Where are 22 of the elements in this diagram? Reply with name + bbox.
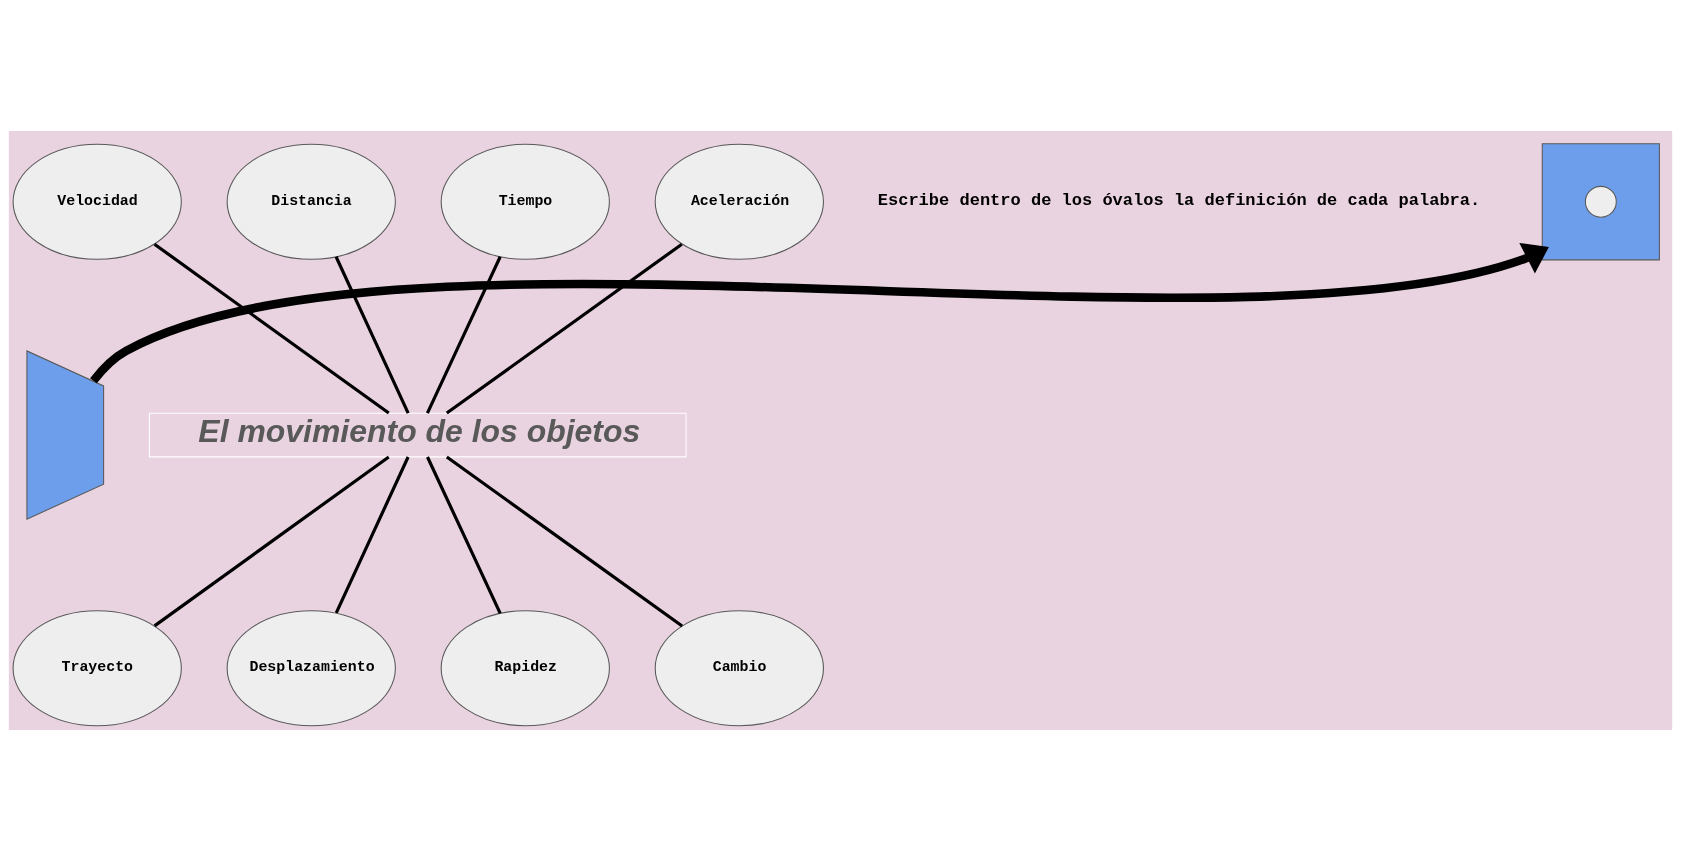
node-circle bbox=[1584, 185, 1617, 218]
node-ellipse: Aceleración bbox=[654, 143, 824, 260]
connector bbox=[153, 242, 390, 414]
node-ellipse: Rapidez bbox=[440, 609, 610, 726]
node-ellipse: Cambio bbox=[654, 609, 824, 726]
connector bbox=[445, 455, 684, 627]
node-ellipse: Trayecto bbox=[12, 609, 182, 726]
connector bbox=[334, 255, 410, 414]
node-ellipse: Tiempo bbox=[440, 143, 610, 260]
connector bbox=[426, 455, 502, 614]
node-trapezoid bbox=[26, 349, 105, 520]
connector bbox=[425, 255, 502, 414]
node-box: El movimiento de los objetos bbox=[148, 412, 687, 457]
connector bbox=[445, 242, 683, 414]
connector bbox=[334, 455, 410, 613]
arrow bbox=[90, 242, 1549, 383]
label: Escribe dentro de los óvalos la definición de cada palabra. bbox=[877, 190, 1481, 210]
cluster bbox=[1541, 142, 1660, 260]
node-ellipse: Distancia bbox=[226, 143, 396, 260]
node-ellipse: Velocidad bbox=[12, 143, 182, 260]
connector bbox=[153, 455, 390, 627]
node-ellipse: Desplazamiento bbox=[226, 609, 396, 726]
